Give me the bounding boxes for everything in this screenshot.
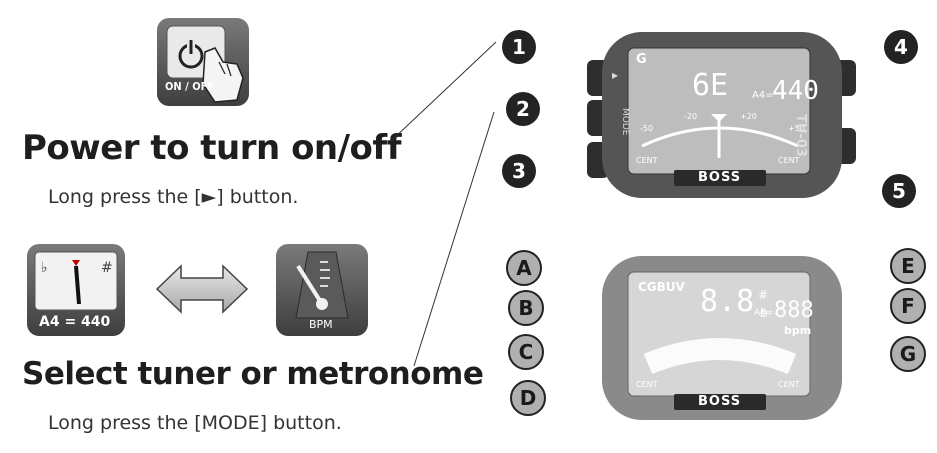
display-a4-label: A4= xyxy=(754,308,774,318)
brand-logo: BOSS xyxy=(698,170,742,185)
display-brand-logo: BOSS xyxy=(698,394,742,409)
callout-c: C xyxy=(508,334,544,370)
mode-instruction: Long press the [MODE] button. xyxy=(48,412,342,434)
callout-a: A xyxy=(506,250,542,286)
callout-4: 4 xyxy=(884,30,918,64)
power-symbol-icon xyxy=(166,25,244,103)
tuner-mode-icon: ♭ # A4 = 440 xyxy=(27,244,125,336)
tuner-string-label: G xyxy=(636,52,647,67)
display-tunings: CGBUV xyxy=(638,280,685,294)
power-icon-label: ON / OFF xyxy=(165,80,215,93)
display-bpm: bpm xyxy=(784,324,812,337)
callout-5: 5 xyxy=(882,174,916,208)
callout-3: 3 xyxy=(502,154,536,188)
tuner-scale-left: -20 xyxy=(684,112,698,121)
display-flat: b xyxy=(760,306,768,320)
mode-button-label: MODE xyxy=(620,108,630,136)
callout-g: G xyxy=(890,336,926,372)
metronome-bpm-label: BPM xyxy=(309,318,333,331)
display-sharp: # xyxy=(758,288,769,302)
display-note: 8.8 xyxy=(700,284,755,319)
power-instruction: Long press the [►] button. xyxy=(48,186,299,208)
tuner-note-display: 6E xyxy=(692,68,729,103)
tuner-device-diagram: G 6E A4= 440 -20 +20 -50 +50 CENT CENT B… xyxy=(502,18,932,208)
double-arrow-icon xyxy=(155,264,249,314)
tuner-a4-label: A4 = 440 xyxy=(39,314,111,330)
callout-f: F xyxy=(890,288,926,324)
play-button-symbol: ▸ xyxy=(612,68,619,82)
tuner-a4-label: A4= xyxy=(752,90,774,101)
power-heading: Power to turn on/off xyxy=(22,128,402,168)
callout-2: 2 xyxy=(506,92,540,126)
callout-e: E xyxy=(890,248,926,284)
mode-heading: Select tuner or metronome xyxy=(22,356,484,392)
tuner-scale-far-left: -50 xyxy=(640,124,654,133)
metronome-mode-icon: BPM xyxy=(276,244,368,336)
tuner-scale-far-right: +50 xyxy=(788,124,805,133)
tuner-flat-symbol: ♭ xyxy=(41,260,48,276)
callout-1: 1 xyxy=(502,30,536,64)
power-button-icon: ON / OFF xyxy=(157,18,249,106)
tuner-scale-right: +20 xyxy=(740,112,757,121)
tuner-a4-value: 440 xyxy=(772,76,819,106)
callout-d: D xyxy=(510,380,546,416)
display-a4-value: 888 xyxy=(774,298,814,323)
display-detail-diagram: CGBUV 8.8 # b A4= 888 bpm CENT CENT BOSS… xyxy=(502,244,932,449)
tuner-sharp-symbol: # xyxy=(101,260,113,276)
display-cent-right: CENT xyxy=(778,380,800,389)
display-cent-left: CENT xyxy=(636,380,658,389)
model-label: TU-03 xyxy=(793,114,808,157)
callout-b: B xyxy=(508,290,544,326)
tuner-cent-left: CENT xyxy=(636,156,658,165)
tuner-cent-right: CENT xyxy=(778,156,800,165)
